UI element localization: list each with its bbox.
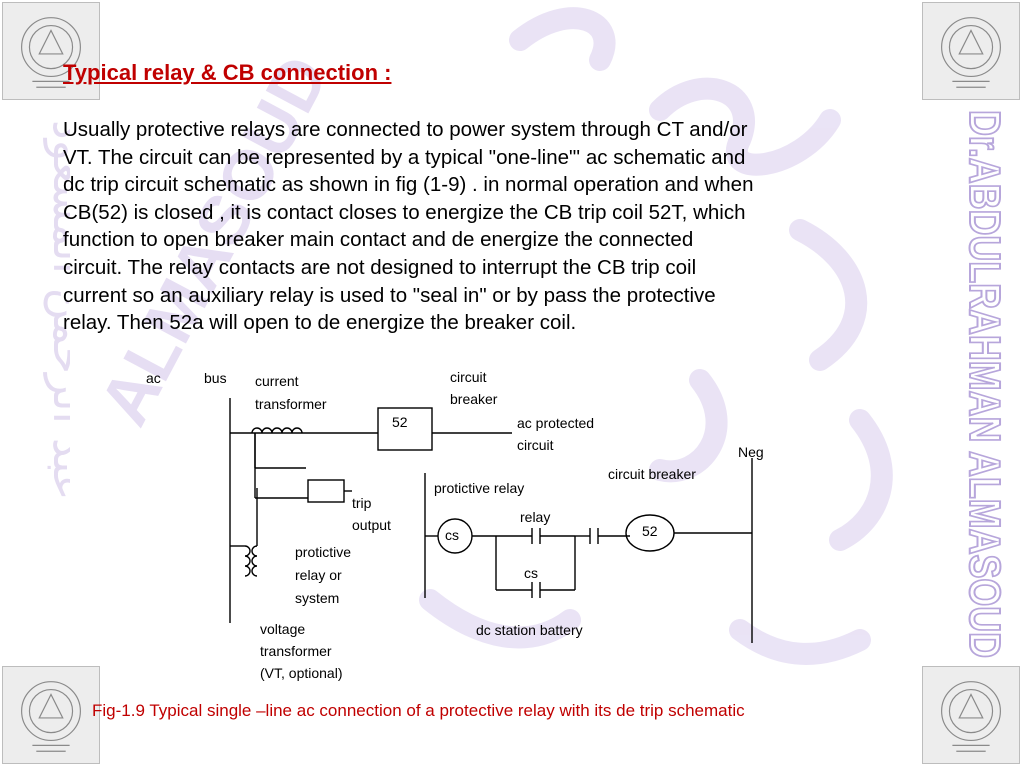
voltage-transformer-primary <box>244 545 251 577</box>
university-seal-icon <box>2 666 100 764</box>
circuit-breaker-label: circuit <box>450 369 487 385</box>
cs-circle-label: cs <box>445 527 459 543</box>
svg-text:relay or: relay or <box>295 567 342 583</box>
svg-text:Dr.ABDULRAHMAN ALMASOUD: Dr.ABDULRAHMAN ALMASOUD <box>960 110 1009 658</box>
university-seal-icon <box>2 2 100 100</box>
trip-output-label: trip <box>352 495 372 511</box>
watermark-arabic-left: عبد الرحمن المسعود <box>43 120 70 501</box>
voltage-transformer-label: voltage <box>260 621 305 637</box>
university-seal-icon <box>922 666 1020 764</box>
svg-text:breaker: breaker <box>450 391 498 407</box>
bus-label: bus <box>204 370 227 386</box>
protective-relay-system-label: protictive <box>295 544 351 560</box>
voltage-transformer-secondary <box>251 545 258 577</box>
relay-schematic-diagram: ac bus current transformer circuit break… <box>146 369 764 681</box>
svg-text:circuit: circuit <box>517 437 554 453</box>
watermark-name-right: Dr.ABDULRAHMAN ALMASOUD <box>958 108 1012 660</box>
university-seal-icon <box>922 2 1020 100</box>
dc-station-battery-label: dc station battery <box>476 622 583 638</box>
current-transformer-coil <box>251 427 303 434</box>
circuit-breaker-box <box>377 407 433 451</box>
svg-text:output: output <box>352 517 391 533</box>
svg-text:transformer: transformer <box>260 643 332 659</box>
slide-heading: Typical relay & CB connection : <box>63 60 392 85</box>
svg-text:(VT, optional): (VT, optional) <box>260 665 342 681</box>
breaker-coil-label: 52 <box>642 523 658 539</box>
protective-relay-box <box>307 479 345 503</box>
ac-label: ac <box>146 370 161 386</box>
circuit-breaker-right-label: circuit breaker <box>608 466 696 482</box>
protective-relay-label: protictive relay <box>434 480 524 496</box>
svg-text:transformer: transformer <box>255 396 327 412</box>
neg-label: Neg <box>738 444 764 460</box>
breaker-box-label: 52 <box>392 414 408 430</box>
current-transformer-label: current <box>255 373 299 389</box>
cs-contact-label: cs <box>524 565 538 581</box>
relay-contact-label: relay <box>520 509 550 525</box>
ac-protected-circuit-label: ac protected <box>517 415 594 431</box>
svg-text:system: system <box>295 590 339 606</box>
body-paragraph: Usually protective relays are connected … <box>63 118 754 335</box>
figure-caption: Fig-1.9 Typical single –line ac connecti… <box>92 701 745 720</box>
